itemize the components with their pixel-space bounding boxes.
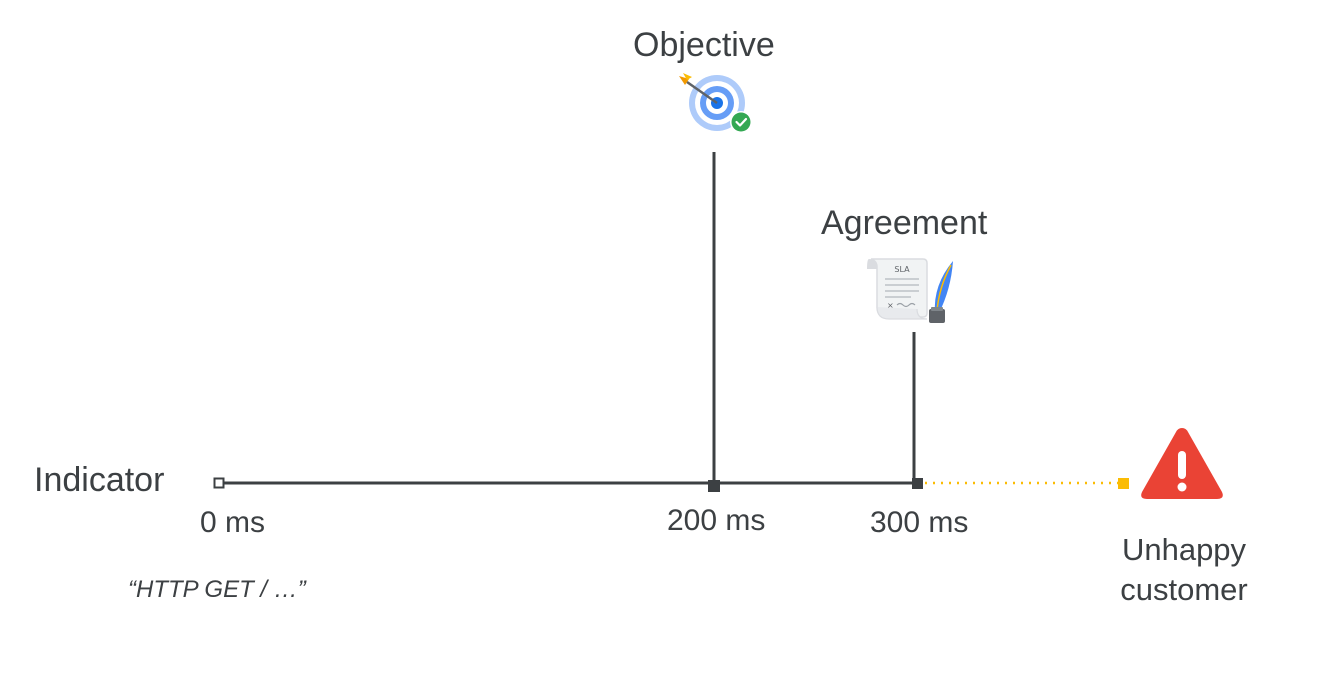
indicator-title: Indicator [34, 461, 165, 499]
unhappy-line-2: customer [1120, 572, 1248, 607]
warning-triangle-icon [1141, 428, 1223, 499]
unhappy-line-1: Unhappy [1121, 532, 1247, 567]
objective-marker [708, 480, 720, 492]
unhappy-marker [1118, 478, 1129, 489]
target-check-icon [679, 73, 752, 133]
unhappy-customer-label: Unhappy customer [1104, 530, 1264, 610]
tick-200ms: 200 ms [667, 504, 766, 537]
svg-text:×: × [887, 301, 894, 310]
indicator-query-example: “HTTP GET / …” [128, 576, 306, 603]
objective-title: Objective [633, 26, 775, 64]
tick-0ms: 0 ms [200, 506, 266, 539]
agreement-marker [912, 478, 923, 489]
svg-text:SLA: SLA [894, 265, 910, 274]
axis-start-marker [213, 477, 225, 489]
sla-document-quill-icon: SLA × [867, 258, 953, 323]
agreement-title: Agreement [821, 204, 988, 242]
tick-300ms: 300 ms [870, 506, 969, 539]
